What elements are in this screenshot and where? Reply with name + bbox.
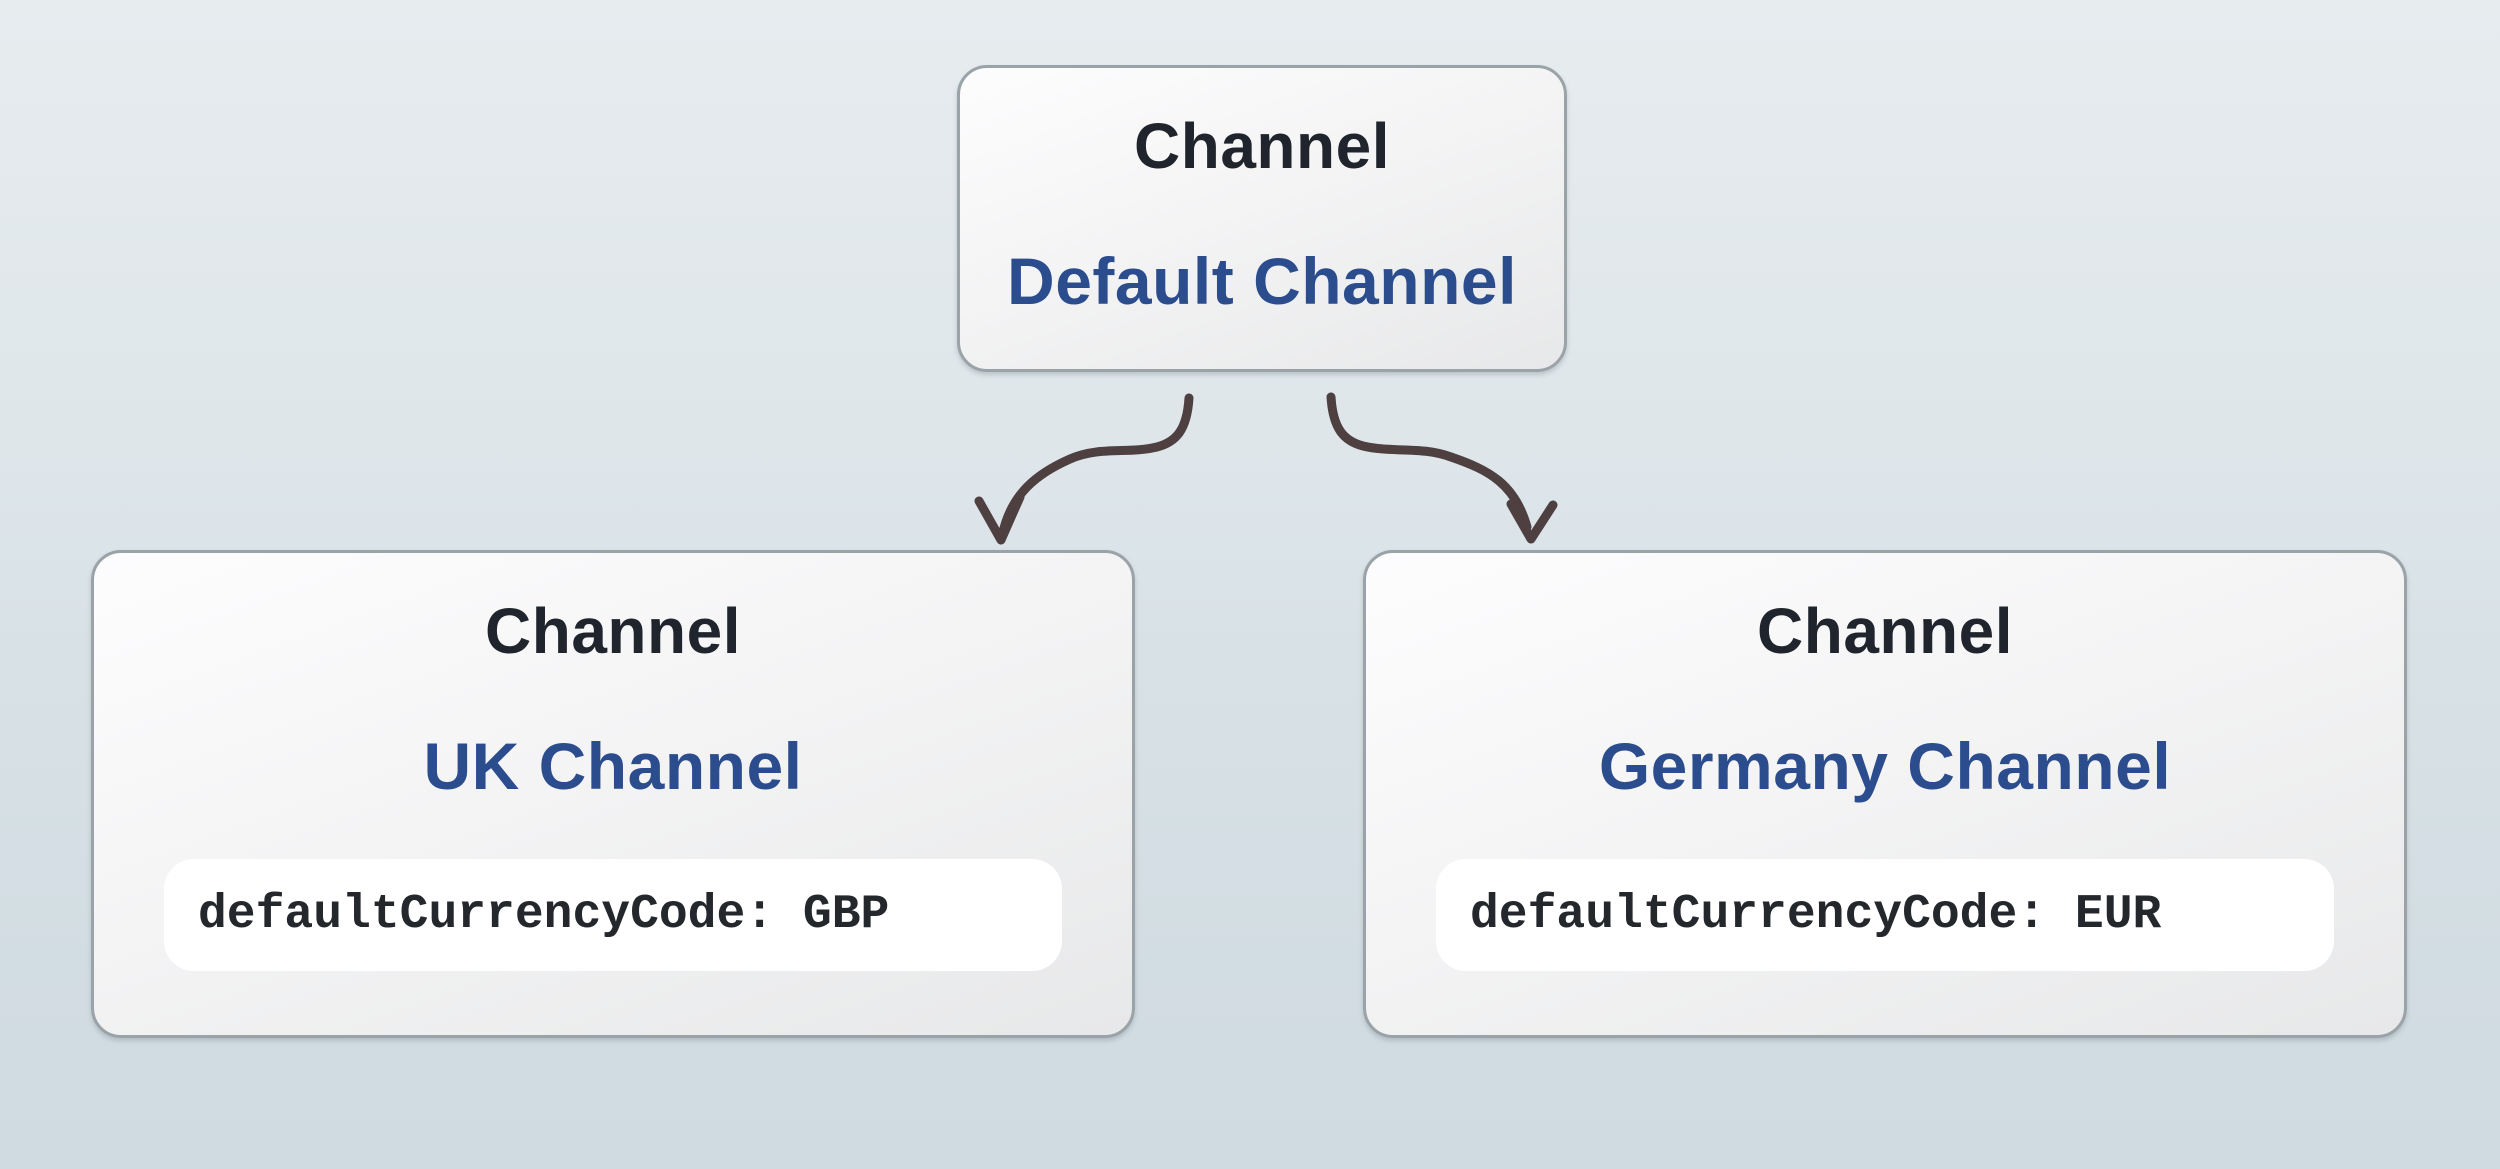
node-name-label: Germany Channel (1598, 729, 2172, 803)
node-type-label: Channel (485, 595, 741, 667)
attribute-pill: defaultCurrencyCode: EUR (1436, 859, 2334, 971)
attribute-text: defaultCurrencyCode: EUR (1470, 888, 2162, 942)
node-germany-channel: Channel Germany Channel defaultCurrencyC… (1363, 550, 2407, 1038)
edge-root-to-germany-arrow (1326, 392, 1558, 544)
node-type-label: Channel (1134, 110, 1390, 182)
node-uk-channel: Channel UK Channel defaultCurrencyCode: … (91, 550, 1135, 1038)
edge-root-to-uk-arrow (974, 393, 1194, 545)
node-name-label: Default Channel (1007, 244, 1517, 318)
node-default-channel: Channel Default Channel (957, 65, 1567, 372)
attribute-text: defaultCurrencyCode: GBP (198, 888, 890, 942)
node-type-label: Channel (1757, 595, 2013, 667)
node-name-label: UK Channel (423, 729, 803, 803)
attribute-pill: defaultCurrencyCode: GBP (164, 859, 1062, 971)
